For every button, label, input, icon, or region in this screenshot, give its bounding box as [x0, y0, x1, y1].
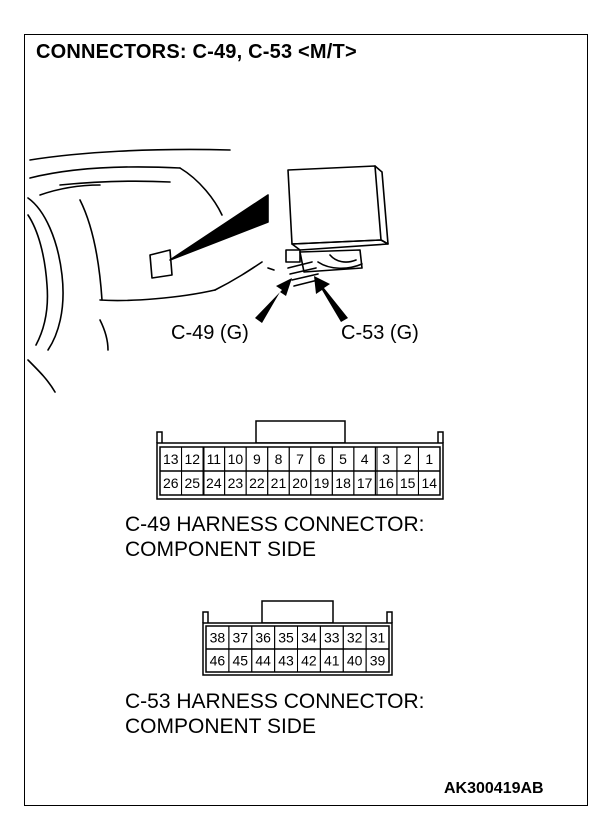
c49-pin-label: 16	[378, 475, 394, 491]
c49-callout-label: C-49 (G)	[171, 322, 249, 344]
c49-pin-label: 22	[249, 475, 265, 491]
c49-pin-label: 14	[421, 475, 437, 491]
c49-pin-cell	[417, 470, 441, 496]
c49-pin-label: 2	[404, 451, 412, 467]
c49-pin-label: 17	[357, 475, 373, 491]
c49-pin-label: 20	[292, 475, 308, 491]
c49-pin-label: 10	[228, 451, 244, 467]
c53-pin-cell	[365, 648, 390, 673]
c53-pin-label: 37	[233, 630, 249, 646]
c53-pin-label: 33	[324, 630, 340, 646]
page-title: CONNECTORS: C-49, C-53 <M/T>	[36, 41, 357, 63]
c49-pin-label: 25	[185, 475, 201, 491]
c53-pin-label: 36	[255, 630, 271, 646]
arrow-icon	[255, 276, 348, 323]
c49-caption-line1: C-49 HARNESS CONNECTOR:	[125, 513, 425, 536]
c49-pin-label: 6	[318, 451, 326, 467]
c53-pin-label: 40	[347, 653, 363, 669]
c53-pin-label: 31	[370, 630, 386, 646]
c53-pin-label: 45	[233, 653, 249, 669]
c49-pin-label: 5	[339, 451, 347, 467]
c49-pin-label: 3	[382, 451, 390, 467]
c53-pin-label: 41	[324, 653, 340, 669]
c53-pin-label: 46	[210, 653, 226, 669]
c49-pin-label: 26	[163, 475, 179, 491]
c49-pin-label: 24	[206, 475, 222, 491]
figure-frame	[24, 34, 588, 806]
c53-caption-line2: COMPONENT SIDE	[125, 715, 316, 738]
c53-callout-label: C-53 (G)	[341, 322, 419, 344]
c53-pin-label: 39	[370, 653, 386, 669]
c49-pin-label: 13	[163, 451, 179, 467]
c53-pin-label: 38	[210, 630, 226, 646]
c53-pin-label: 34	[301, 630, 317, 646]
c49-pin-label: 15	[400, 475, 416, 491]
c53-pin-label: 32	[347, 630, 363, 646]
c49-pin-label: 12	[185, 451, 201, 467]
c49-pin-label: 19	[314, 475, 330, 491]
c49-pin-label: 21	[271, 475, 287, 491]
c49-pin-label: 18	[335, 475, 351, 491]
c49-pin-label: 9	[253, 451, 261, 467]
c53-pin-label: 35	[278, 630, 294, 646]
c49-pin-label: 8	[275, 451, 283, 467]
c49-pin-label: 4	[361, 451, 369, 467]
figure-id: AK300419AB	[444, 780, 544, 797]
c53-pin-label: 42	[301, 653, 317, 669]
c53-caption-line1: C-53 HARNESS CONNECTOR:	[125, 690, 425, 713]
c49-pin-label: 23	[228, 475, 244, 491]
c53-pin-label: 43	[278, 653, 294, 669]
c49-caption-line2: COMPONENT SIDE	[125, 538, 316, 561]
c53-pin-label: 44	[255, 653, 271, 669]
c49-pin-label: 7	[296, 451, 304, 467]
c49-pin-label: 1	[425, 451, 433, 467]
c49-pin-label: 11	[207, 451, 222, 467]
